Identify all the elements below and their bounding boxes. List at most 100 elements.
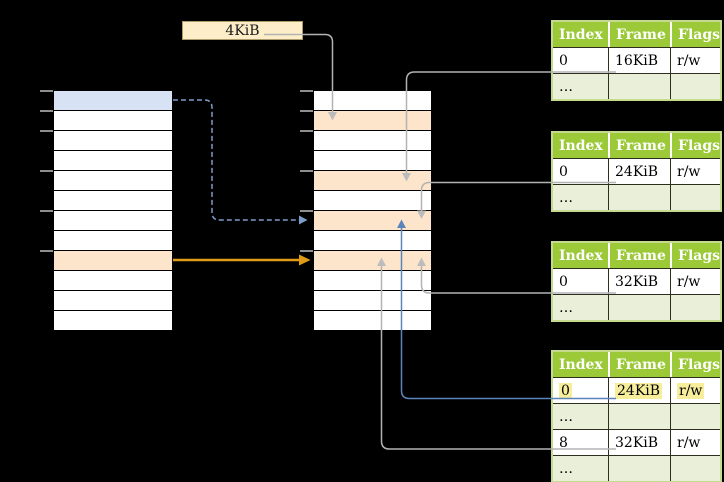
memory-row-peach — [314, 171, 431, 191]
memory-row — [314, 311, 431, 331]
table-row: … — [553, 294, 720, 320]
memory-row — [54, 151, 172, 171]
tick-mark — [40, 170, 53, 172]
table-row: 0 24KiB r/w — [553, 377, 720, 403]
table-cell: 32KiB — [608, 430, 670, 455]
table-cell: r/w — [670, 378, 720, 403]
table-cell: 24KiB — [608, 159, 670, 184]
table-cell — [608, 456, 670, 481]
memory-row — [314, 291, 431, 311]
memory-row — [314, 91, 431, 111]
table-cell: r/w — [670, 159, 720, 184]
memory-row — [54, 111, 172, 131]
table-row: … — [553, 184, 720, 210]
memory-row-blue — [54, 91, 172, 111]
table-cell: … — [553, 456, 608, 481]
memory-row — [314, 231, 431, 251]
column-header: Flags — [670, 352, 720, 377]
table-cell: 0 — [553, 159, 608, 184]
table-cell: r/w — [670, 269, 720, 294]
memory-row — [54, 131, 172, 151]
table-cell — [670, 74, 720, 99]
table-row: … — [553, 73, 720, 99]
memory-row-peach — [314, 251, 431, 271]
table-cell — [670, 404, 720, 429]
column-header: Frame — [608, 133, 670, 158]
table-cell — [608, 74, 670, 99]
column-header: Frame — [608, 22, 670, 47]
table-cell: … — [553, 185, 608, 210]
column-header: Flags — [670, 243, 720, 268]
memory-row — [54, 231, 172, 251]
tick-mark — [40, 130, 53, 132]
column-header: Frame — [608, 243, 670, 268]
highlighted-value: r/w — [677, 382, 705, 399]
table-cell — [670, 295, 720, 320]
highlighted-value: 24KiB — [615, 382, 663, 399]
memory-row-peach — [314, 111, 431, 131]
tick-mark — [40, 110, 53, 112]
memory-row — [54, 291, 172, 311]
table-cell: 0 — [553, 378, 608, 403]
column-header: Index — [553, 22, 608, 47]
table-cell: 16KiB — [608, 48, 670, 73]
column-header: Index — [553, 133, 608, 158]
column-header: Flags — [670, 22, 720, 47]
memory-row — [54, 311, 172, 331]
table-cell: … — [553, 404, 608, 429]
table-cell — [670, 456, 720, 481]
tick-mark — [300, 170, 313, 172]
memory-row — [54, 271, 172, 291]
tick-mark — [300, 250, 313, 252]
tick-mark — [40, 210, 53, 212]
page-size-text: 4KiB — [225, 22, 260, 39]
memory-row — [314, 191, 431, 211]
column-header: Flags — [670, 133, 720, 158]
memory-row — [314, 131, 431, 151]
table-cell: 0 — [553, 269, 608, 294]
table-cell — [608, 295, 670, 320]
table-cell — [670, 185, 720, 210]
mapping-orange-arrow — [173, 254, 311, 266]
tick-mark — [300, 110, 313, 112]
tick-mark — [300, 130, 313, 132]
column-header: Index — [553, 243, 608, 268]
table-cell — [608, 404, 670, 429]
column-header: Index — [553, 352, 608, 377]
memory-row — [314, 271, 431, 291]
table-cell: 0 — [553, 48, 608, 73]
table-row: … — [553, 403, 720, 429]
memory-row — [314, 151, 431, 171]
virtual-memory-column — [40, 90, 173, 331]
column-header: Frame — [608, 352, 670, 377]
memory-row-peach — [314, 211, 431, 231]
table-cell: 32KiB — [608, 269, 670, 294]
table-cell — [608, 185, 670, 210]
table-cell: … — [553, 74, 608, 99]
physical-memory-column — [300, 90, 432, 331]
table-cell: … — [553, 295, 608, 320]
tick-mark — [300, 90, 313, 92]
highlighted-value: 0 — [559, 382, 572, 399]
memory-row-peach — [54, 251, 172, 271]
memory-row — [54, 191, 172, 211]
table-row: … — [553, 455, 720, 481]
table-cell: 8 — [553, 430, 608, 455]
table-cell: 24KiB — [608, 378, 670, 403]
virtual-to-physical-dashed-arrow — [173, 99, 308, 225]
tick-mark — [300, 210, 313, 212]
tick-mark — [40, 90, 53, 92]
memory-row — [54, 171, 172, 191]
